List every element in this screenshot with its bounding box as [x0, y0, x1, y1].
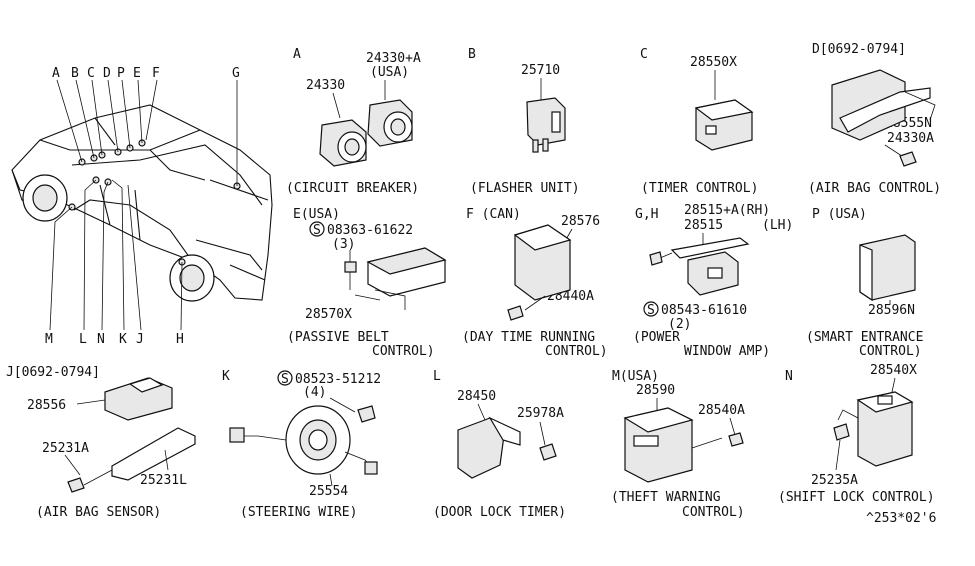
section-c-letter: C — [640, 47, 648, 62]
car-label-m: M — [45, 332, 53, 347]
section-a-letter: A — [293, 47, 301, 62]
section-k-letter: K — [222, 369, 230, 384]
caption-power-window-1: (POWER — [633, 330, 680, 345]
theft-warning-control-drawing — [623, 398, 744, 483]
car-label-h: H — [176, 332, 184, 347]
caption-day-time-2: CONTROL) — [545, 344, 608, 359]
car-label-l: L — [79, 332, 87, 347]
car-label-c: C — [87, 66, 95, 81]
section-e-letter: E(USA) — [293, 207, 340, 222]
part-qty-4: (4) — [303, 385, 326, 400]
car-label-b: B — [71, 66, 79, 81]
caption-smart-entrance-2: CONTROL) — [859, 344, 922, 359]
part-08363-61622: 08363-61622 — [327, 223, 413, 238]
part-25231a: 25231A — [42, 441, 89, 456]
car-label-n: N — [97, 332, 105, 347]
caption-day-time-1: (DAY TIME RUNNING — [462, 330, 595, 345]
part-25710: 25710 — [521, 63, 560, 78]
part-28596n: 28596N — [868, 303, 915, 318]
section-p-letter: P (USA) — [812, 207, 867, 222]
caption-power-window-2: WINDOW AMP) — [684, 344, 770, 359]
steering-wire-drawing — [229, 397, 378, 487]
part-28556: 28556 — [27, 398, 66, 413]
car-label-j: J — [136, 332, 144, 347]
part-28540x: 28540X — [870, 363, 917, 378]
shift-lock-control-drawing — [833, 377, 914, 471]
part-24330: 24330 — [306, 78, 345, 93]
flasher-unit-drawing — [526, 78, 566, 153]
caption-passive-belt-1: (PASSIVE BELT — [287, 330, 389, 345]
caption-door-lock-timer: (DOOR LOCK TIMER) — [433, 505, 566, 520]
caption-steering-wire: (STEERING WIRE) — [240, 505, 357, 520]
timer-control-drawing — [694, 70, 754, 151]
caption-theft-warning-2: CONTROL) — [682, 505, 745, 520]
car-label-e: E — [133, 66, 141, 81]
part-24330-a: 24330+A — [366, 51, 421, 66]
section-j-letter: J[0692-0794] — [6, 365, 100, 380]
part-usa-note: (USA) — [370, 65, 409, 80]
smart-entrance-control-drawing — [859, 234, 916, 305]
section-gh-letter: G,H — [635, 207, 658, 222]
part-28550x: 28550X — [690, 55, 737, 70]
section-n-letter: N — [785, 369, 793, 384]
part-28576: 28576 — [561, 214, 600, 229]
car-label-g: G — [232, 66, 240, 81]
caption-timer-control: (TIMER CONTROL) — [641, 181, 758, 196]
part-28515: 28515 — [684, 218, 723, 233]
part-08543-61610: 08543-61610 — [661, 303, 747, 318]
power-window-amp-drawing — [649, 233, 750, 296]
part-qty-3: (3) — [332, 237, 355, 252]
circuit-breaker-drawing — [319, 80, 413, 167]
part-28450: 28450 — [457, 389, 496, 404]
part-25231l: 25231L — [140, 473, 187, 488]
caption-air-bag-control: (AIR BAG CONTROL) — [808, 181, 941, 196]
car-label-a: A — [52, 66, 60, 81]
screw-symbol-gh: S — [647, 303, 655, 318]
day-time-running-drawing — [507, 224, 573, 321]
footer-code: ^253*02'6 — [866, 511, 936, 526]
part-lh-note: (LH) — [762, 218, 793, 233]
caption-circuit-breaker: (CIRCUIT BREAKER) — [286, 181, 419, 196]
door-lock-timer-drawing — [457, 403, 557, 479]
part-08523-51212: 08523-51212 — [295, 372, 381, 387]
section-f-letter: F (CAN) — [466, 207, 521, 222]
part-25235a: 25235A — [811, 473, 858, 488]
car-illustration — [11, 79, 273, 331]
part-24330a: 24330A — [887, 131, 934, 146]
section-m-letter: M(USA) — [612, 369, 659, 384]
air-bag-sensor-drawing — [64, 377, 196, 493]
caption-air-bag-sensor: (AIR BAG SENSOR) — [36, 505, 161, 520]
caption-theft-warning-1: (THEFT WARNING — [611, 490, 721, 505]
part-qty-2: (2) — [668, 317, 691, 332]
caption-shift-lock-control: (SHIFT LOCK CONTROL) — [778, 490, 935, 505]
car-label-p: P — [117, 66, 125, 81]
part-28590: 28590 — [636, 383, 675, 398]
passive-belt-control-drawing — [344, 247, 447, 310]
caption-smart-entrance-1: (SMART ENTRANCE — [806, 330, 923, 345]
car-label-k: K — [119, 332, 127, 347]
air-bag-control-drawing — [831, 69, 936, 167]
part-25554: 25554 — [309, 484, 348, 499]
section-b-letter: B — [468, 47, 476, 62]
part-25978a: 25978A — [517, 406, 564, 421]
part-28570x: 28570X — [305, 307, 352, 322]
section-d-letter: D[0692-0794] — [812, 42, 906, 57]
section-l-letter: L — [433, 369, 441, 384]
screw-symbol-k: S — [281, 372, 289, 387]
screw-symbol-e: S — [313, 223, 321, 238]
car-label-f: F — [152, 66, 160, 81]
part-28515-a: 28515+A(RH) — [684, 203, 770, 218]
caption-flasher-unit: (FLASHER UNIT) — [470, 181, 580, 196]
part-28540a: 28540A — [698, 403, 745, 418]
car-label-d: D — [103, 66, 111, 81]
caption-passive-belt-2: CONTROL) — [372, 344, 435, 359]
